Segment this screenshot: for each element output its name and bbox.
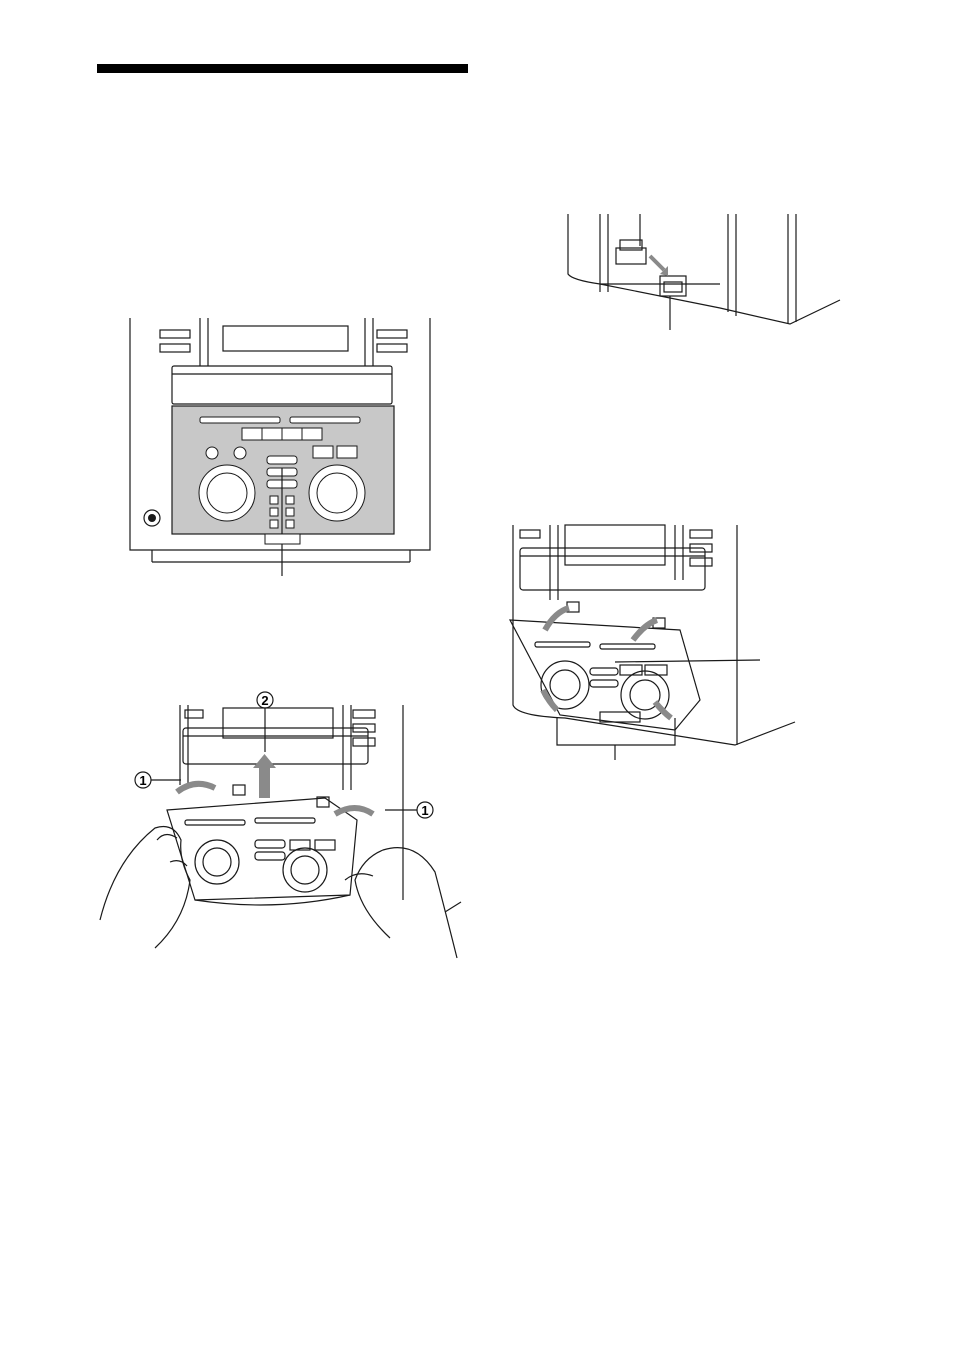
figure-front-panel-overview [130,318,440,580]
callout-step-2: 2 [261,693,268,708]
figure-connector-detail [560,212,850,334]
callout-step-1-right: 1 [421,803,428,818]
figure-panel-reattach [505,520,805,765]
figure-panel-removal-with-hands: 2 1 1 [95,690,465,962]
callout-step-1-left: 1 [139,773,146,788]
section-title-rule [97,64,468,73]
